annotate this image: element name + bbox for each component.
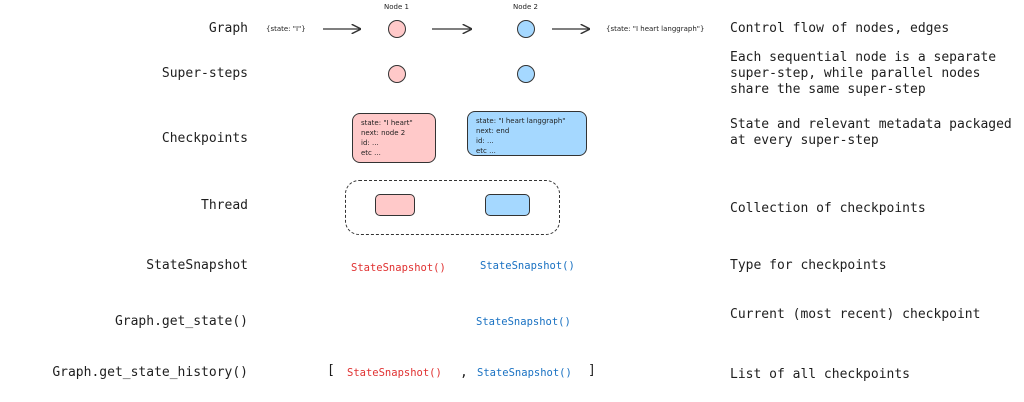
row-label-statesnapshot: StateSnapshot [146,258,248,273]
statesnapshot-item-1: StateSnapshot() [351,262,446,274]
checkpoint2-state: state: "I heart langgraph" [476,117,566,125]
checkpoint2-id: id: ... [476,137,494,145]
desc-checkpoints: State and relevant metadata packaged at … [730,117,1012,148]
get-state-item: StateSnapshot() [476,316,571,328]
row-label-thread: Thread [201,198,248,213]
checkpoint-card-2: state: "I heart langgraph" next: end id:… [467,111,587,156]
desc-get-state: Current (most recent) checkpoint [730,307,981,322]
row-label-graph: Graph [208,21,248,36]
input-state-text: {state: "I"} [266,25,306,33]
row-label-supersteps: Super-steps [161,66,248,81]
desc-get-state-history: List of all checkpoints [730,367,911,382]
thread-container [345,180,560,235]
history-separator: , [460,365,468,380]
history-item-1: StateSnapshot() [347,367,442,379]
desc-graph: Control flow of nodes, edges [730,21,950,36]
row-label-get-state-history: Graph.get_state_history() [52,365,248,380]
node1-circle [388,20,406,38]
node2-circle [517,20,535,38]
checkpoint1-next: next: node 2 [361,129,406,137]
row-label-checkpoints: Checkpoints [161,131,248,146]
statesnapshot-item-2: StateSnapshot() [480,260,575,272]
history-close-bracket: ] [588,363,596,378]
node1-label: Node 1 [384,3,409,11]
history-open-bracket: [ [327,363,335,378]
checkpoint1-id: id: ... [361,139,379,147]
desc-statesnapshot: Type for checkpoints [730,258,887,273]
checkpoint1-state: state: "I heart" [361,119,413,127]
output-state-text: {state: "I heart langgraph"} [606,25,705,33]
row-label-get-state: Graph.get_state() [114,314,248,329]
desc-supersteps: Each sequential node is a separate super… [730,50,997,97]
checkpoint2-next: next: end [476,127,510,135]
desc-thread: Collection of checkpoints [730,201,926,216]
superstep1-circle [388,65,406,83]
checkpoint-card-1: state: "I heart" next: node 2 id: ... et… [352,113,436,163]
node2-label: Node 2 [513,3,538,11]
thread-checkpoint-2 [485,194,530,216]
thread-checkpoint-1 [375,194,415,216]
history-item-2: StateSnapshot() [477,367,572,379]
checkpoint2-etc: etc ... [476,147,496,155]
superstep2-circle [517,65,535,83]
checkpoint1-etc: etc ... [361,149,381,157]
